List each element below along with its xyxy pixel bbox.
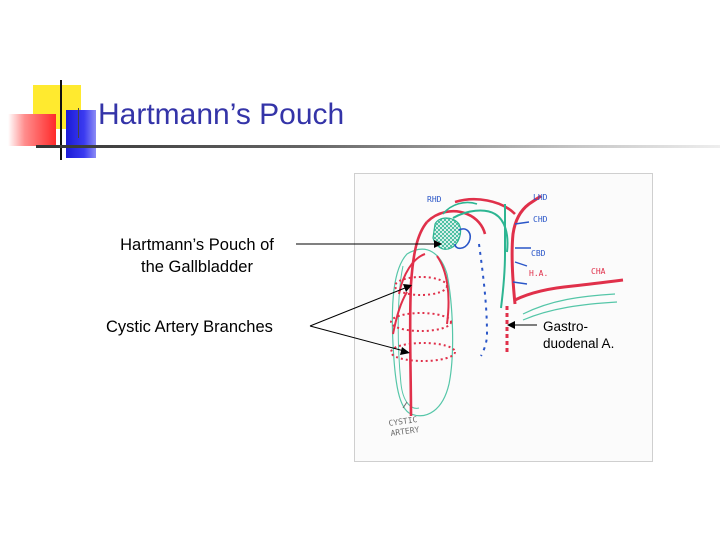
title-underline <box>36 145 720 148</box>
chd-duct <box>500 204 506 309</box>
label-pouch-line2: the Gallbladder <box>141 258 253 276</box>
hepatic-duct-green <box>452 209 509 253</box>
common-hepatic-artery <box>514 278 624 302</box>
callout-line-cystic-lower <box>309 325 409 353</box>
cystic-artery-pointer <box>402 401 408 409</box>
cystic-artery <box>408 221 429 417</box>
label-lhd: LHD <box>533 193 548 202</box>
label-cystic-artery-branches: Cystic Artery Branches <box>106 318 273 336</box>
label-cystic-artery-1: CYSTIC <box>388 415 418 428</box>
label-gastro-line1: Gastro- <box>543 319 589 334</box>
blue-duct-ticks <box>512 221 531 285</box>
label-cbd: CBD <box>531 249 546 258</box>
page-title: Hartmann’s Pouch <box>98 98 345 131</box>
label-cha: CHA <box>591 267 606 276</box>
right-hepatic-artery <box>454 198 516 215</box>
decor-blue-square <box>66 110 96 158</box>
decor-vertical-line <box>60 80 62 160</box>
label-chd: CHD <box>533 215 548 224</box>
label-cystic-artery-2: ARTERY <box>390 425 420 438</box>
label-rhd: RHD <box>427 195 442 204</box>
duct-lines <box>522 293 618 321</box>
arrow-icon <box>400 240 515 355</box>
label-ha: H.A. <box>529 269 548 278</box>
label-gastroduodenal: Gastro- duodenal A. <box>543 318 614 352</box>
label-hartmanns-pouch: Hartmann’s Pouch of the Gallbladder <box>92 234 302 278</box>
common-bile-duct <box>478 243 489 357</box>
sketch-drawing: RHD LHD CHD CBD H.A. CHA CYSTIC ARTERY <box>388 193 624 438</box>
right-hepatic-duct <box>442 201 478 215</box>
callout-line-cystic-upper <box>309 285 411 327</box>
cystic-branch-lines <box>392 253 450 335</box>
cystic-artery-arc <box>426 209 487 235</box>
hepatic-artery <box>510 194 542 305</box>
cystic-branch-3 <box>390 342 456 362</box>
cystic-branch-2 <box>390 312 452 332</box>
anatomy-sketch: RHD LHD CHD CBD H.A. CHA CYSTIC ARTERY <box>354 173 653 462</box>
decor-vertical-line-thin <box>78 108 79 138</box>
label-pouch-line1: Hartmann’s Pouch of <box>120 236 274 254</box>
pouch-loop <box>454 228 472 250</box>
label-gastro-line2: duodenal A. <box>543 336 615 351</box>
decor-red-square <box>8 114 56 146</box>
gallbladder-outline <box>391 248 454 417</box>
